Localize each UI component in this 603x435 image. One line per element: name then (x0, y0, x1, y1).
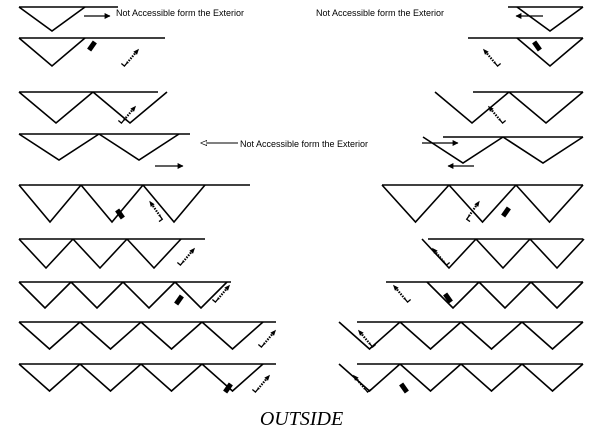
hook-handle-icon (257, 329, 277, 348)
latch-block-icon (115, 208, 125, 220)
handle-hook (443, 261, 451, 266)
handle-tip (149, 200, 155, 207)
label-not-accessible-middle: Not Accessible form the Exterior (240, 139, 369, 149)
handle-hook (117, 119, 125, 124)
handle-tip (224, 284, 231, 291)
panel-triangle-group (18, 321, 264, 351)
panel-triangle-group (426, 281, 584, 310)
label-not-accessible-top-left: Not Accessible form the Exterior (116, 8, 245, 18)
hook-handle-icon (120, 48, 140, 67)
panel-triangle-group (422, 136, 584, 164)
handle-hook (176, 261, 184, 266)
handle-tip (270, 329, 277, 336)
hook-handle-icon (392, 284, 412, 303)
latch-block-icon (443, 292, 453, 304)
panel-triangle-group (18, 184, 206, 224)
handle-hook (120, 62, 128, 67)
panel-triangle-group (18, 133, 180, 161)
hook-handle-icon (487, 105, 507, 124)
handle-tip (133, 48, 140, 55)
handle-tip (357, 329, 364, 336)
hook-handle-icon (149, 200, 164, 223)
hook-handle-icon (482, 48, 502, 67)
hook-handle-icon (465, 200, 480, 223)
handle-shaft (217, 287, 228, 300)
handle-shaft (151, 203, 161, 217)
handle-hook (251, 388, 259, 393)
handle-hook (465, 215, 471, 223)
handle-hook (404, 298, 412, 303)
panel-triangle-group (434, 91, 584, 125)
hook-handle-icon (357, 329, 377, 348)
panel-triangle-group (516, 37, 584, 68)
handle-hook (257, 343, 265, 348)
panel-triangle-group (18, 238, 182, 270)
latch-block-icon (174, 294, 184, 306)
panel-triangle-group (18, 363, 264, 393)
hook-handle-icon (431, 247, 451, 266)
latch-block-icon (223, 382, 233, 394)
panel-triangle-group (381, 184, 584, 224)
handle-hook (494, 62, 502, 67)
panel-triangle-group (338, 321, 584, 351)
handle-hook (158, 215, 164, 223)
handle-shaft (355, 377, 366, 390)
label-not-accessible-top-right: Not Accessible form the Exterior (316, 8, 445, 18)
handle-shaft (126, 51, 137, 64)
latch-block-icon (87, 40, 97, 52)
handle-tip (482, 48, 489, 55)
handle-shaft (360, 332, 371, 345)
handle-tip (392, 284, 399, 291)
handle-tip (487, 105, 494, 112)
handle-hook (499, 119, 507, 124)
handle-tip (189, 247, 196, 254)
panel-triangle-group (18, 91, 168, 125)
latch-block-icon (399, 382, 409, 394)
latch-block-icon (501, 206, 511, 218)
handle-tip (264, 374, 271, 381)
caption-outside: OUTSIDE (259, 408, 344, 430)
hook-handle-icon (251, 374, 271, 393)
latch-block-icon (532, 40, 542, 52)
panel-triangle-group (338, 363, 584, 393)
handle-shaft (485, 51, 496, 64)
hook-handle-icon (117, 105, 137, 124)
hook-handle-icon (176, 247, 196, 266)
hook-handle-icon (211, 284, 231, 303)
handle-shaft (490, 108, 501, 121)
handle-tip (352, 374, 359, 381)
handle-tip (130, 105, 137, 112)
handle-hook (364, 388, 372, 393)
handle-shaft (257, 377, 268, 390)
hook-handle-icon (352, 374, 372, 393)
handle-hook (369, 343, 377, 348)
panel-triangle-group (18, 37, 86, 68)
panel-triangle-group (18, 281, 228, 310)
handle-shaft (263, 332, 274, 345)
handle-tip (431, 247, 438, 254)
handle-tip (474, 200, 480, 207)
handle-shaft (395, 287, 406, 300)
panel-triangle-group (421, 238, 585, 270)
panel-triangle-group (516, 6, 584, 32)
handle-shaft (182, 250, 193, 263)
handle-shaft (468, 203, 478, 217)
handle-hook (211, 298, 219, 303)
panel-triangle-group (18, 6, 86, 32)
handle-shaft (434, 250, 445, 263)
handle-shaft (123, 108, 134, 121)
